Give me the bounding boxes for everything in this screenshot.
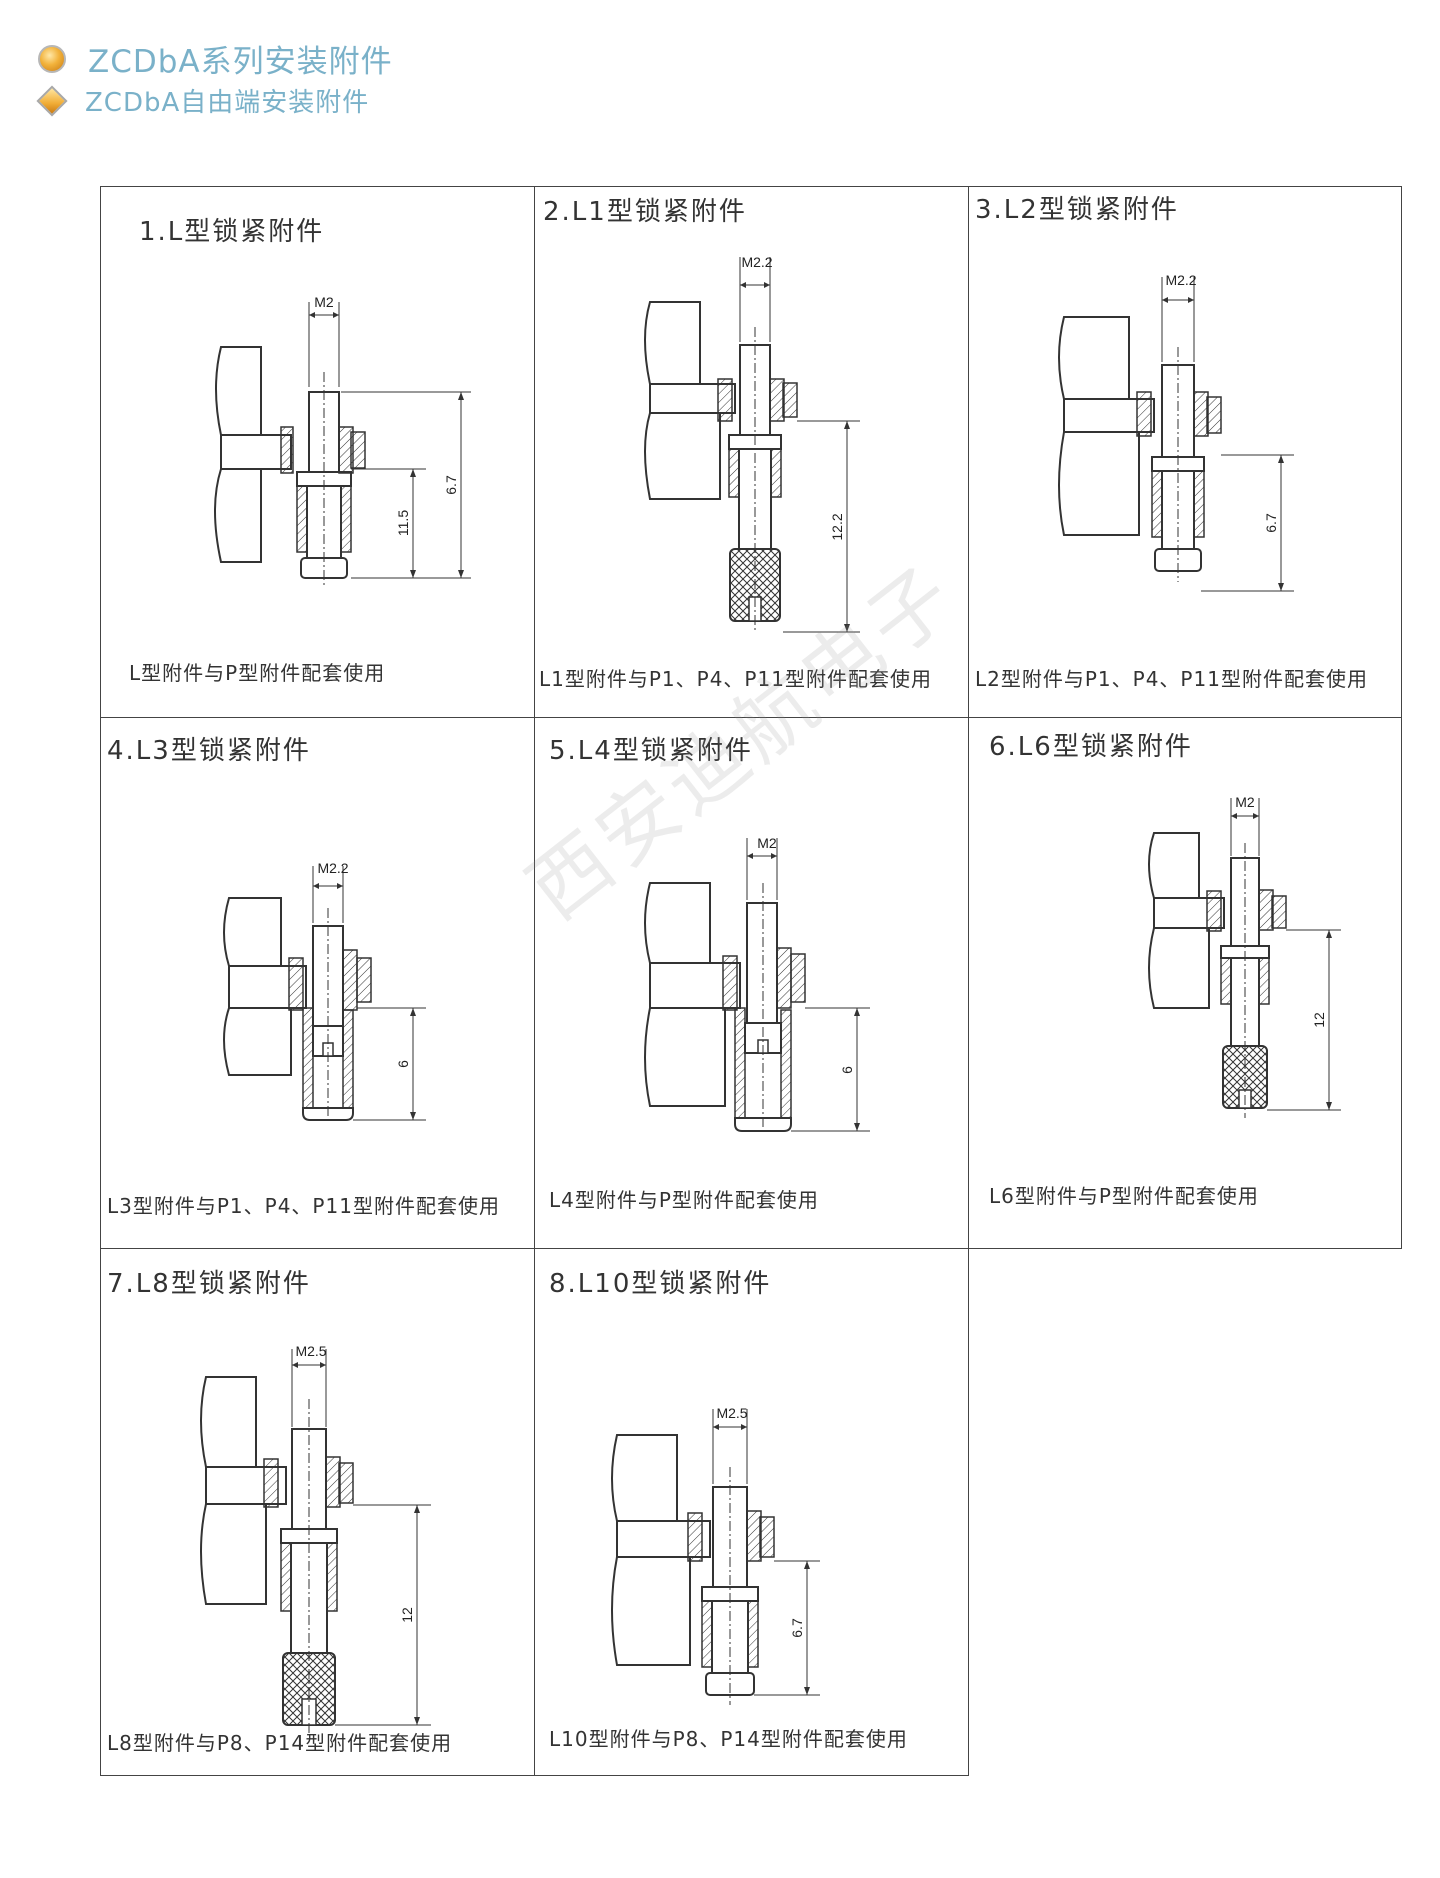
dim-thread: M2 (757, 835, 777, 851)
dim-length: 12 (399, 1607, 415, 1623)
dim-thread: M2.2 (1165, 272, 1196, 288)
dim-length-long: 6.7 (443, 475, 459, 495)
diagram-L1: M2.2 12.2 (644, 254, 860, 633)
dim-length: 6 (395, 1060, 411, 1068)
diagram-L4: M2 6 (644, 835, 870, 1133)
cell-caption: L3型附件与P1、P4、P11型附件配套使用 (107, 1194, 500, 1218)
dim-length: 6.7 (1263, 513, 1279, 533)
dim-length-short: 11.5 (395, 510, 411, 536)
dim-thread: M2 (314, 294, 334, 310)
cell-title: 6.L6型锁紧附件 (989, 732, 1193, 762)
cell-caption: L4型附件与P型附件配套使用 (549, 1188, 819, 1212)
orange-diamond-bullet-icon (36, 84, 68, 117)
cell-L: 1.L型锁紧附件 (100, 186, 535, 718)
dim-length: 12 (1311, 1012, 1327, 1028)
diagram-L10: M2.5 6.7 (611, 1405, 820, 1705)
dim-thread: M2.2 (741, 254, 772, 270)
cell-L1: 2.L1型锁紧附件 (534, 186, 969, 718)
diagram-L: M2 6.7 11.5 (214, 294, 471, 587)
diagram-L8: M2.5 12 (200, 1343, 431, 1734)
cell-L2: 3.L2型锁紧附件 M2.2 (968, 186, 1402, 718)
cell-caption: L8型附件与P8、P14型附件配套使用 (107, 1731, 453, 1755)
cell-caption: L2型附件与P1、P4、P11型附件配套使用 (975, 667, 1368, 691)
page-title: ZCDbA系列安装附件 (88, 44, 393, 80)
diagram-L6: M2 12 (1148, 794, 1341, 1118)
cell-L3: 4.L3型锁紧附件 M2.2 (100, 717, 535, 1249)
dim-length: 12.2 (829, 513, 845, 540)
dim-thread: M2 (1235, 794, 1255, 810)
cell-title: 1.L型锁紧附件 (139, 217, 325, 247)
cell-title: 7.L8型锁紧附件 (107, 1269, 311, 1299)
dim-thread: M2.2 (317, 860, 348, 876)
dim-thread: M2.5 (716, 1405, 747, 1421)
diagram-L3: M2.2 6 (223, 860, 426, 1121)
cell-L8: 7.L8型锁紧附件 (100, 1248, 535, 1776)
dim-thread: M2.5 (295, 1343, 326, 1359)
cell-L6: 6.L6型锁紧附件 (968, 717, 1402, 1249)
cell-L10: 8.L10型锁紧附件 M2.5 (534, 1248, 969, 1776)
dim-length: 6 (839, 1066, 855, 1074)
header-row-title: ZCDbA系列安装附件 (38, 36, 393, 81)
accessory-grid: 1.L型锁紧附件 (100, 186, 1402, 1776)
cell-title: 4.L3型锁紧附件 (107, 736, 311, 766)
orange-circle-bullet-icon (38, 44, 66, 73)
cell-title: 5.L4型锁紧附件 (549, 736, 753, 766)
diagram-L2: M2.2 6.7 (1058, 272, 1294, 592)
cell-title: 8.L10型锁紧附件 (549, 1269, 772, 1299)
header-row-subtitle: ZCDbA自由端安装附件 (36, 82, 370, 119)
cell-title: 2.L1型锁紧附件 (543, 197, 747, 227)
page-subtitle: ZCDbA自由端安装附件 (85, 88, 370, 118)
cell-caption: L6型附件与P型附件配套使用 (989, 1184, 1259, 1208)
cell-caption: L1型附件与P1、P4、P11型附件配套使用 (539, 667, 932, 691)
cell-title: 3.L2型锁紧附件 (975, 195, 1179, 225)
cell-L4: 5.L4型锁紧附件 M2 (534, 717, 969, 1249)
cell-caption: L10型附件与P8、P14型附件配套使用 (549, 1727, 908, 1751)
cell-caption: L型附件与P型附件配套使用 (129, 661, 386, 685)
dim-length: 6.7 (789, 1618, 805, 1638)
